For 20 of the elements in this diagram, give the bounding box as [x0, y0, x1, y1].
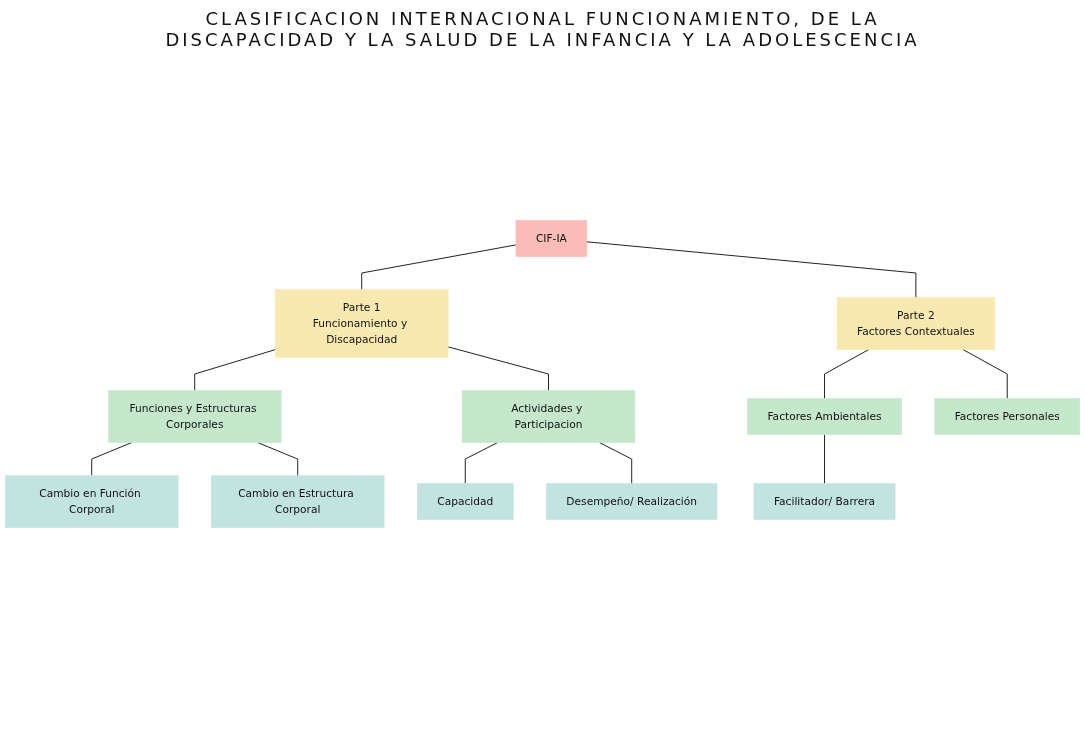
node-box: Funciones y Estructuras Corporales [108, 390, 282, 443]
connector [824, 433, 826, 485]
node-box: Cambio en Estructura Corporal [211, 475, 385, 528]
node-box: Parte 1 Funcionamiento y Discapacidad [275, 289, 449, 358]
node-box: Cambio en Función Corporal [5, 475, 179, 528]
node-box: Desempeño/ Realización [546, 483, 718, 520]
node-box: Capacidad [417, 483, 514, 520]
connector [447, 346, 549, 392]
node-box: Factores Personales [934, 398, 1080, 435]
node-box: Parte 2 Factores Contextuales [836, 297, 995, 350]
connector [824, 348, 870, 400]
node-box: Facilitador/ Barrera [753, 483, 896, 520]
node-box: Actividades y Participacion [461, 390, 636, 443]
diagram-title: CLASIFICACION INTERNACIONAL FUNCIONAMIENTO, DE LA DISCAPACIDAD Y LA SALUD DE LA INFANCIA Y LA ADOLESCENCIA [164, 8, 921, 50]
connector [586, 241, 917, 299]
node-box: CIF-IA [515, 220, 588, 257]
connector [962, 348, 1008, 400]
node-box: Factores Ambientales [747, 398, 902, 435]
connector [361, 244, 517, 291]
connector [194, 349, 276, 392]
